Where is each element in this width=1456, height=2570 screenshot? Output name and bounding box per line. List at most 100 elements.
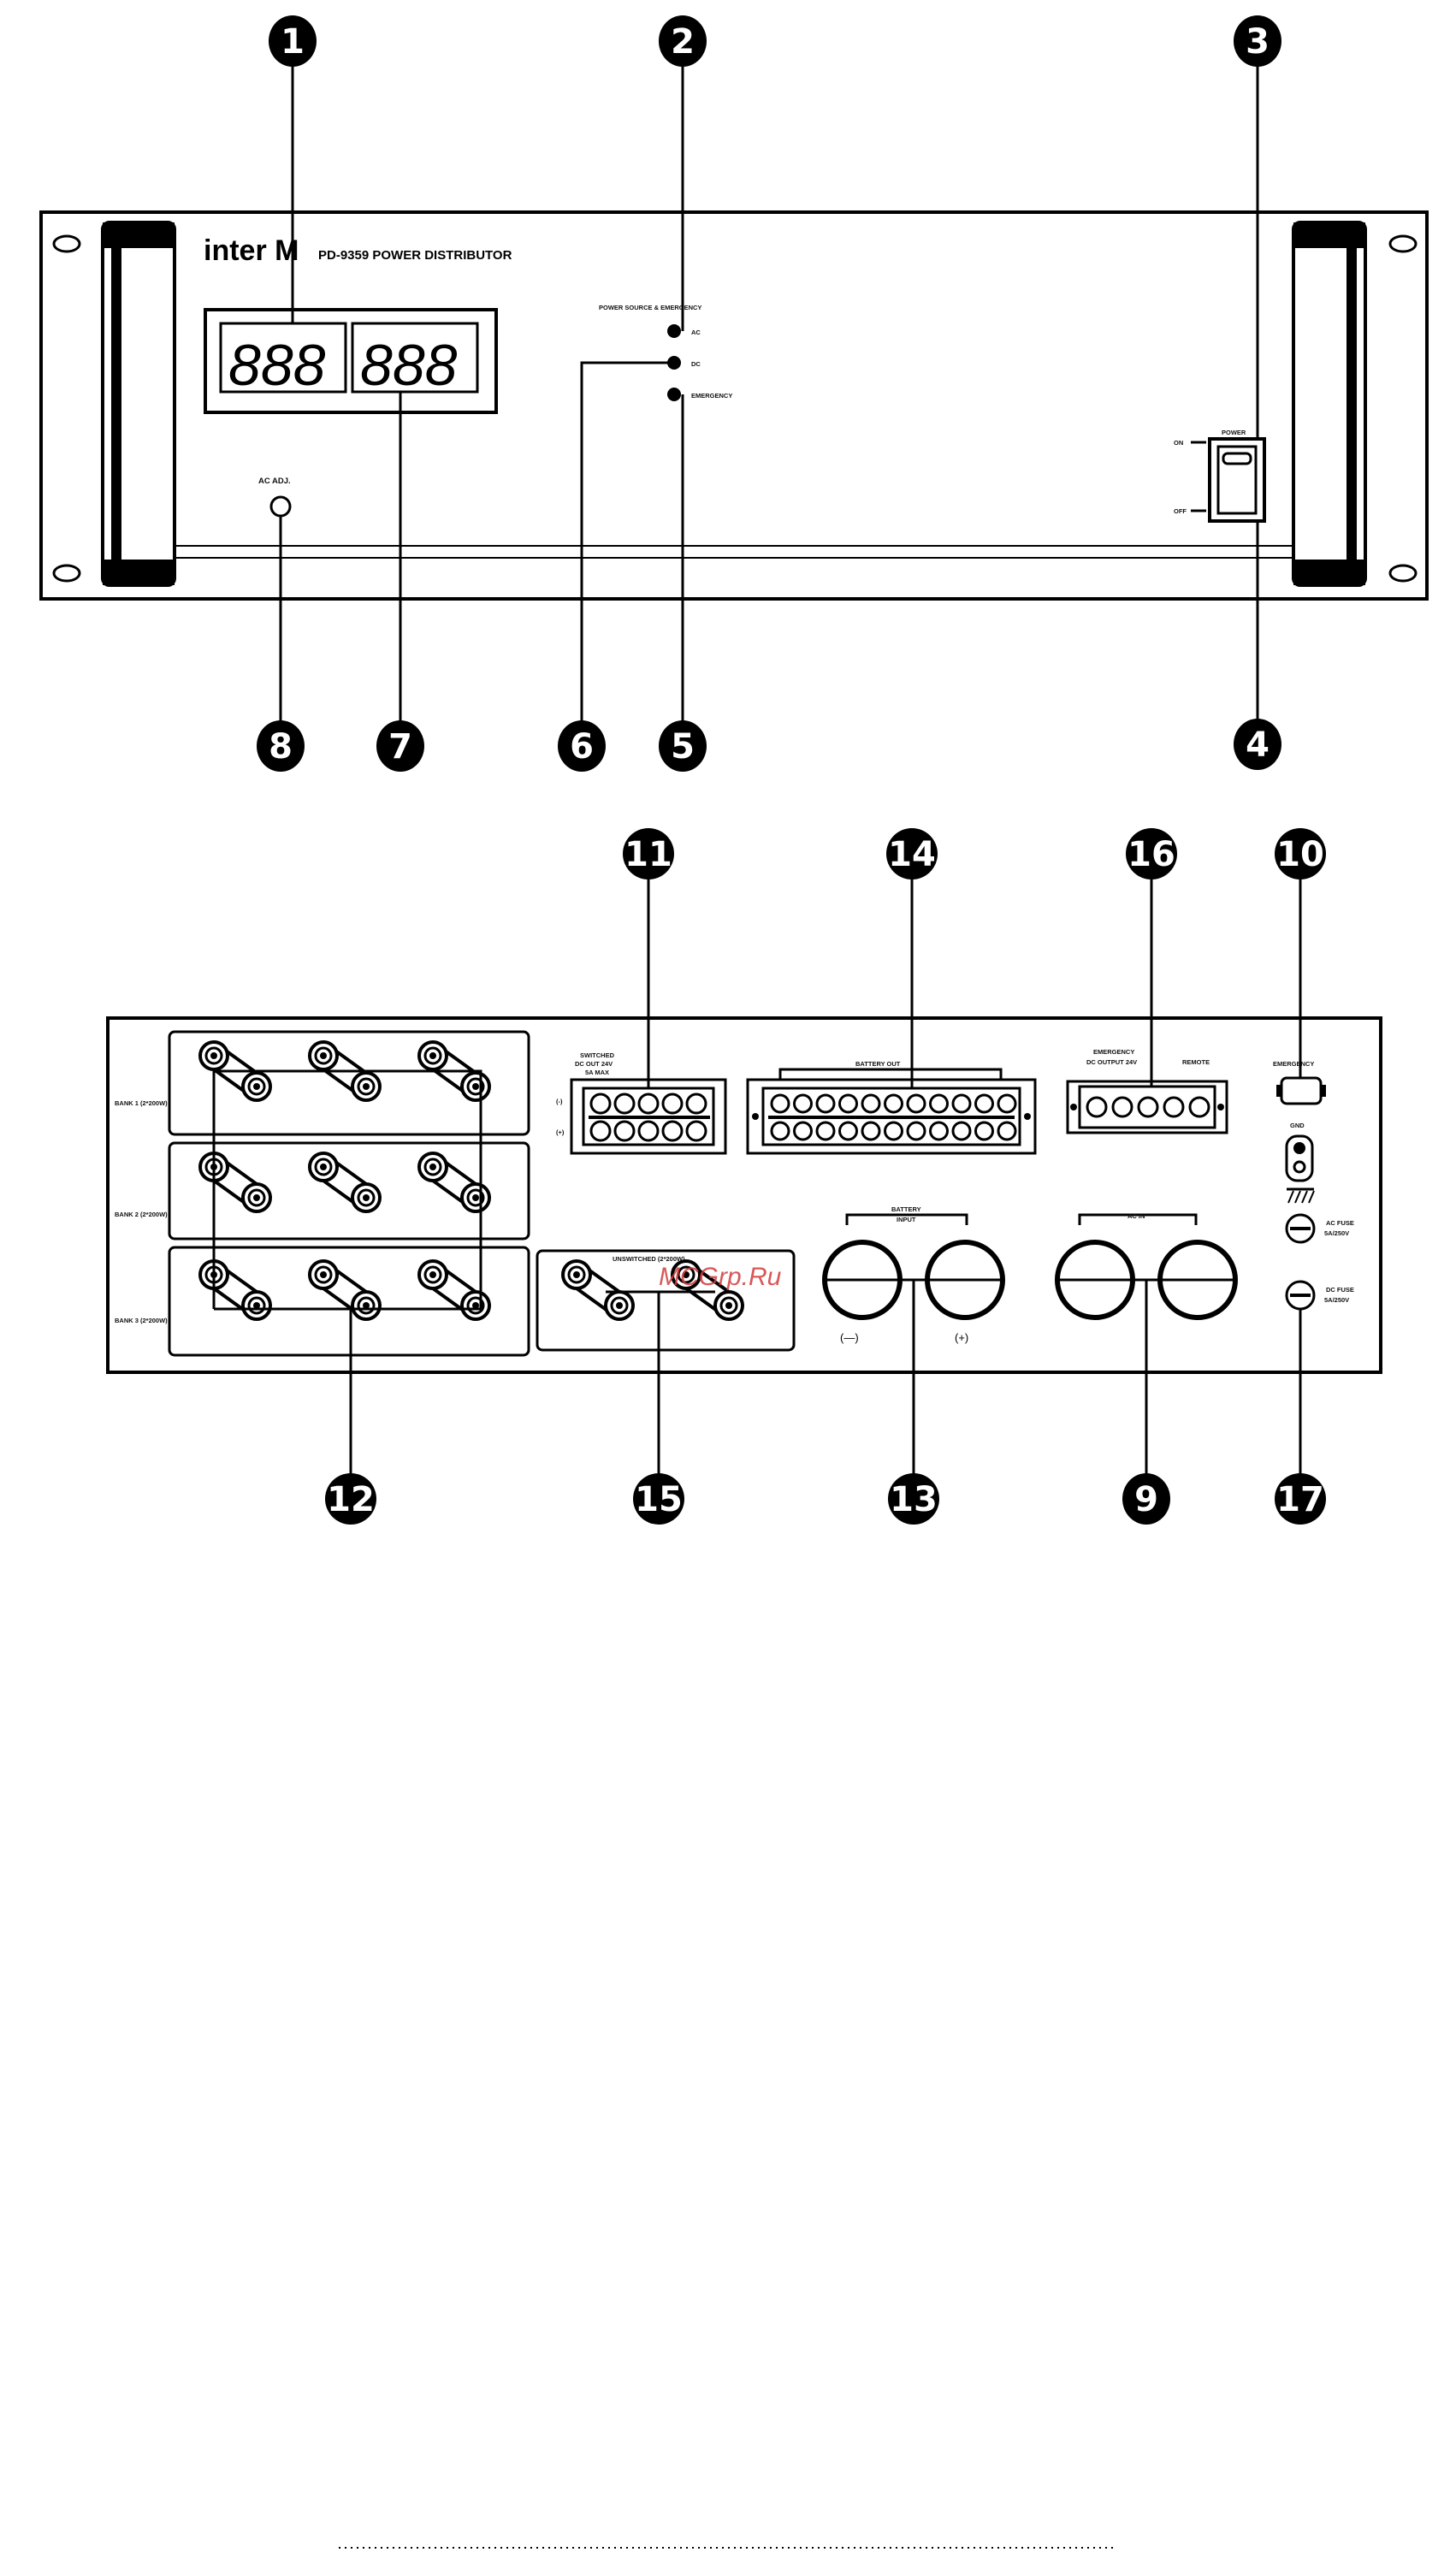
battery-out-screw-terminal[interactable]	[997, 1121, 1017, 1141]
battery-out-screw-terminal[interactable]	[929, 1121, 949, 1141]
battery-out-screw-terminal[interactable]	[906, 1093, 926, 1114]
unswitched-terminal-pair[interactable]	[561, 1259, 635, 1321]
battery-out-screw-terminal[interactable]	[974, 1121, 994, 1141]
switched-dc-output: SWITCHED DC OUT 24V 5A MAX (-) (+)	[556, 1051, 727, 1155]
ac-fuse-label: AC FUSE	[1326, 1219, 1354, 1227]
battery-out-screw-terminal[interactable]	[997, 1093, 1017, 1114]
battery-out-screw-terminal[interactable]	[929, 1093, 949, 1114]
power-switch[interactable]	[1208, 437, 1266, 523]
gnd-label: GND	[1290, 1122, 1305, 1129]
svg-text:10: 10	[1276, 835, 1324, 874]
speaker-terminal-pair[interactable]	[308, 1259, 382, 1321]
callout-4-badge: 4	[1234, 719, 1281, 770]
dc-output-label: DC OUTPUT 24V	[1086, 1058, 1137, 1066]
bank-3-label: BANK 3 (2*200W)	[115, 1317, 168, 1324]
battery-out-screw-terminal[interactable]	[838, 1121, 858, 1141]
battery-out-screw-terminal[interactable]	[951, 1121, 972, 1141]
unswitched-label: UNSWITCHED (2*200W)	[613, 1255, 685, 1263]
battery-out-screw-terminal[interactable]	[951, 1093, 972, 1114]
battery-out-screw-terminal[interactable]	[861, 1121, 881, 1141]
switched-screw-terminal[interactable]	[589, 1120, 612, 1142]
ac-adj-knob[interactable]	[269, 495, 292, 518]
rack-hole-icon	[52, 564, 81, 583]
right-handle	[1292, 221, 1367, 587]
switched-screw-terminal[interactable]	[685, 1120, 707, 1142]
switched-screw-terminal[interactable]	[637, 1093, 660, 1115]
callout-17-badge: 17	[1275, 1473, 1326, 1525]
callout-3-badge: 3	[1234, 15, 1281, 67]
battery-out-block: BATTERY OUT	[746, 1060, 1037, 1155]
battery-out-screw-terminal[interactable]	[815, 1121, 836, 1141]
battery-out-screw-terminal[interactable]	[770, 1093, 790, 1114]
battery-input: BATTERY INPUT (—) (+)	[822, 1205, 1005, 1344]
ac-adj-label: AC ADJ.	[258, 477, 291, 486]
svg-text:7: 7	[388, 727, 412, 767]
led-dc-label: DC	[691, 360, 701, 368]
led-ac	[667, 324, 681, 338]
model-title: PD-9359 POWER DISTRIBUTOR	[318, 248, 512, 263]
unswitched-outputs: UNSWITCHED (2*200W)	[536, 1249, 796, 1352]
watermark: MCGrp.Ru	[659, 1263, 782, 1291]
right-side-controls: EMERGENCY GND AC FUSE 5A/250V DC FUSE 5A…	[1273, 1060, 1354, 1311]
gnd-terminal[interactable]	[1285, 1134, 1314, 1182]
callout-8-badge: 8	[257, 720, 305, 772]
battery-out-screw-terminal[interactable]	[793, 1093, 813, 1114]
battery-out-screw-terminal[interactable]	[974, 1093, 994, 1114]
bank-1-label: BANK 1 (2*200W)	[115, 1099, 168, 1107]
remote-terminal-block[interactable]	[1086, 1096, 1210, 1118]
rear-panel: BANK 1 (2*200W) BANK 2 (2*200W) BANK 3 (…	[106, 1016, 1382, 1374]
power-on-label: ON	[1174, 439, 1183, 447]
speaker-terminal-pair[interactable]	[198, 1152, 272, 1213]
switched-sub-label: DC OUT 24V	[575, 1060, 613, 1068]
battery-out-screw-terminal[interactable]	[815, 1093, 836, 1114]
svg-text:12: 12	[327, 1480, 375, 1519]
callout-9-badge: 9	[1122, 1473, 1170, 1525]
ac-fuse-value: 5A/250V	[1324, 1229, 1349, 1237]
battery-out-screw-terminal[interactable]	[906, 1121, 926, 1141]
led-ac-label: AC	[691, 329, 701, 336]
speaker-terminal-pair[interactable]	[417, 1152, 491, 1213]
switched-screw-terminal[interactable]	[661, 1120, 684, 1142]
battery-out-screw-terminal[interactable]	[884, 1093, 903, 1114]
switched-plus-label: (+)	[556, 1128, 565, 1136]
rear-callouts: 9 10 11 12 13 14 15 16 17	[325, 828, 1326, 1525]
switched-screw-terminal[interactable]	[613, 1093, 636, 1115]
callout-11-badge: 11	[623, 828, 674, 879]
power-label: POWER	[1222, 429, 1246, 436]
speaker-banks: BANK 1 (2*200W) BANK 2 (2*200W) BANK 3 (…	[115, 1030, 530, 1357]
battery-out-label: BATTERY OUT	[855, 1060, 901, 1068]
remote-screw-terminal[interactable]	[1188, 1096, 1210, 1118]
battery-out-screw-terminal[interactable]	[838, 1093, 858, 1114]
battery-out-screw-terminal[interactable]	[770, 1121, 790, 1141]
unswitched-terminal-pair[interactable]	[671, 1259, 744, 1321]
switched-terminal-block[interactable]	[589, 1093, 710, 1142]
dc-fuse-value: 5A/250V	[1324, 1296, 1349, 1304]
battery-out-terminal-block[interactable]	[768, 1093, 1017, 1141]
remote-screw-terminal[interactable]	[1111, 1096, 1133, 1118]
svg-text:3: 3	[1246, 22, 1270, 62]
svg-text:13: 13	[890, 1480, 938, 1519]
switched-screw-terminal[interactable]	[661, 1093, 684, 1115]
switched-screw-terminal[interactable]	[685, 1093, 707, 1115]
battery-out-screw-terminal[interactable]	[793, 1121, 813, 1141]
callout-7-badge: 7	[376, 720, 424, 772]
remote-screw-terminal[interactable]	[1137, 1096, 1159, 1118]
callout-12-badge: 12	[325, 1473, 376, 1525]
battery-out-screw-terminal[interactable]	[861, 1093, 881, 1114]
svg-text:11: 11	[624, 835, 672, 874]
battery-out-screw-terminal[interactable]	[884, 1121, 903, 1141]
emergency-connector[interactable]	[1280, 1076, 1323, 1105]
remote-screw-terminal[interactable]	[1163, 1096, 1185, 1118]
remote-screw-terminal[interactable]	[1086, 1096, 1108, 1118]
callout-16-badge: 16	[1126, 828, 1177, 879]
switched-screw-terminal[interactable]	[613, 1120, 636, 1142]
switched-screw-terminal[interactable]	[589, 1093, 612, 1115]
switched-screw-terminal[interactable]	[637, 1120, 660, 1142]
speaker-terminal-pair[interactable]	[308, 1152, 382, 1213]
brand-logo: inter M	[204, 234, 299, 267]
front-leaders	[279, 62, 1259, 731]
bank-terminals	[198, 1040, 491, 1321]
svg-text:5: 5	[671, 727, 695, 767]
